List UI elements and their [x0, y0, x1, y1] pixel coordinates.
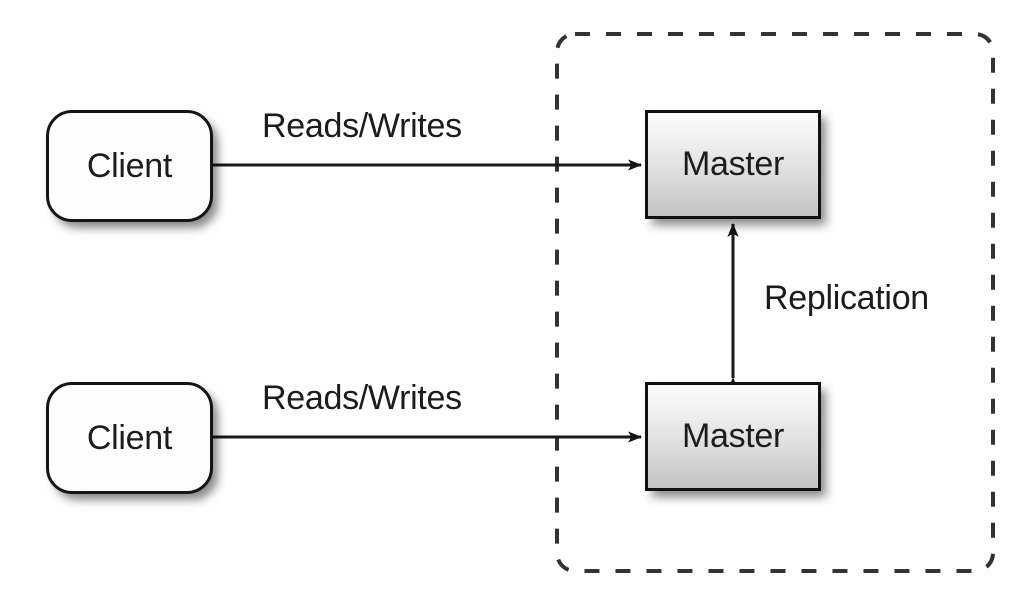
- edge-label-reads-writes-2: Reads/Writes: [262, 379, 462, 417]
- node-master-2[interactable]: [645, 382, 821, 491]
- edge-label-replication: Replication: [764, 279, 929, 317]
- node-client-2[interactable]: [46, 382, 213, 494]
- node-master-1[interactable]: [645, 110, 821, 219]
- edge-label-reads-writes-1: Reads/Writes: [262, 107, 462, 145]
- cluster-boundary: [555, 32, 995, 573]
- node-client-1[interactable]: [46, 110, 213, 222]
